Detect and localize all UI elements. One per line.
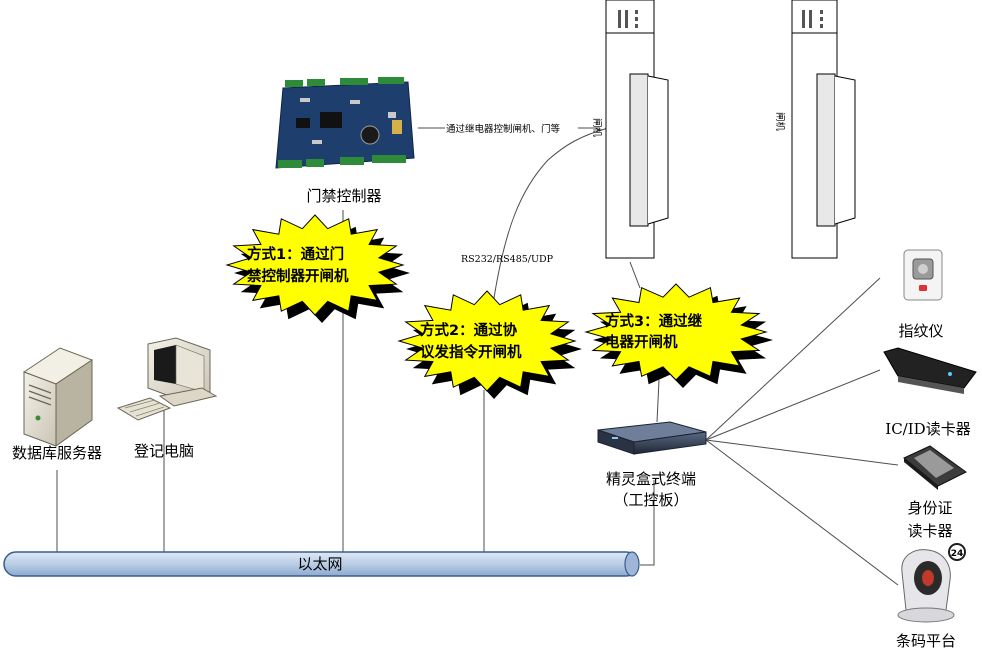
server-icon (22, 347, 94, 447)
circuit-board-icon (275, 77, 415, 169)
id-card-reader-icon (903, 445, 967, 490)
callout-line1: 方式2：通过协 (420, 321, 518, 339)
reg-pc-label: 登记电脑 (134, 442, 194, 460)
fan-idcard (705, 439, 899, 466)
gate-relay-line (629, 261, 641, 289)
idcard-reader-label-line1: 身份证 (907, 499, 952, 517)
badge-24-icon: 24 (948, 543, 966, 561)
protocol-label: RS232/RS485/UDP (461, 254, 554, 265)
fingerprint-label: 指纹仪 (898, 322, 943, 340)
gate-machine-right: 闸机 (774, 0, 856, 259)
ethernet-bus: 以太网 (3, 551, 640, 577)
callout-line1: 方式3：通过继 (605, 312, 703, 330)
db-server-label: 数据库服务器 (12, 444, 102, 462)
relay-link-label: 通过继电器控制闸机、门等 (446, 123, 561, 135)
callout-burst (397, 290, 577, 392)
protocol-curve-line (493, 127, 609, 299)
svg-text:24: 24 (951, 549, 964, 559)
fan-fingerprint (705, 277, 881, 441)
desktop-pc-icon (116, 337, 218, 421)
callout-line2: 禁控制器开闸机 (247, 267, 349, 285)
callout-line1: 方式1：通过门 (247, 245, 344, 263)
idcard-reader-label-line2: 读卡器 (907, 522, 952, 540)
barcode-label: 条码平台 (896, 632, 956, 650)
terminal-bus-line (640, 480, 655, 566)
callout-line2: 电器开闸机 (605, 333, 678, 351)
callout-line2: 议发指令开闸机 (420, 343, 522, 361)
terminal-label-line1: 精灵盒式终端 (606, 470, 696, 488)
controller-label: 门禁控制器 (306, 187, 381, 205)
ethernet-label: 以太网 (297, 555, 342, 573)
gate-right-label: 闸机 (774, 112, 786, 132)
barcode-scanner-icon (897, 549, 955, 623)
callout-burst (584, 283, 768, 381)
fan-barcode (705, 439, 899, 586)
gate-machine-left: 闸机 (591, 0, 669, 259)
fan-icid (705, 369, 881, 441)
terminal-burst-line (656, 379, 660, 423)
callout-burst (225, 214, 405, 316)
fingerprint-reader-icon (903, 249, 943, 301)
terminal-label-line2: （工控板） (613, 491, 688, 509)
card-reader-icon (883, 347, 977, 394)
gate-left-label: 闸机 (591, 118, 603, 138)
icid-reader-label: IC/ID读卡器 (885, 420, 970, 438)
box-terminal-icon (597, 421, 707, 455)
